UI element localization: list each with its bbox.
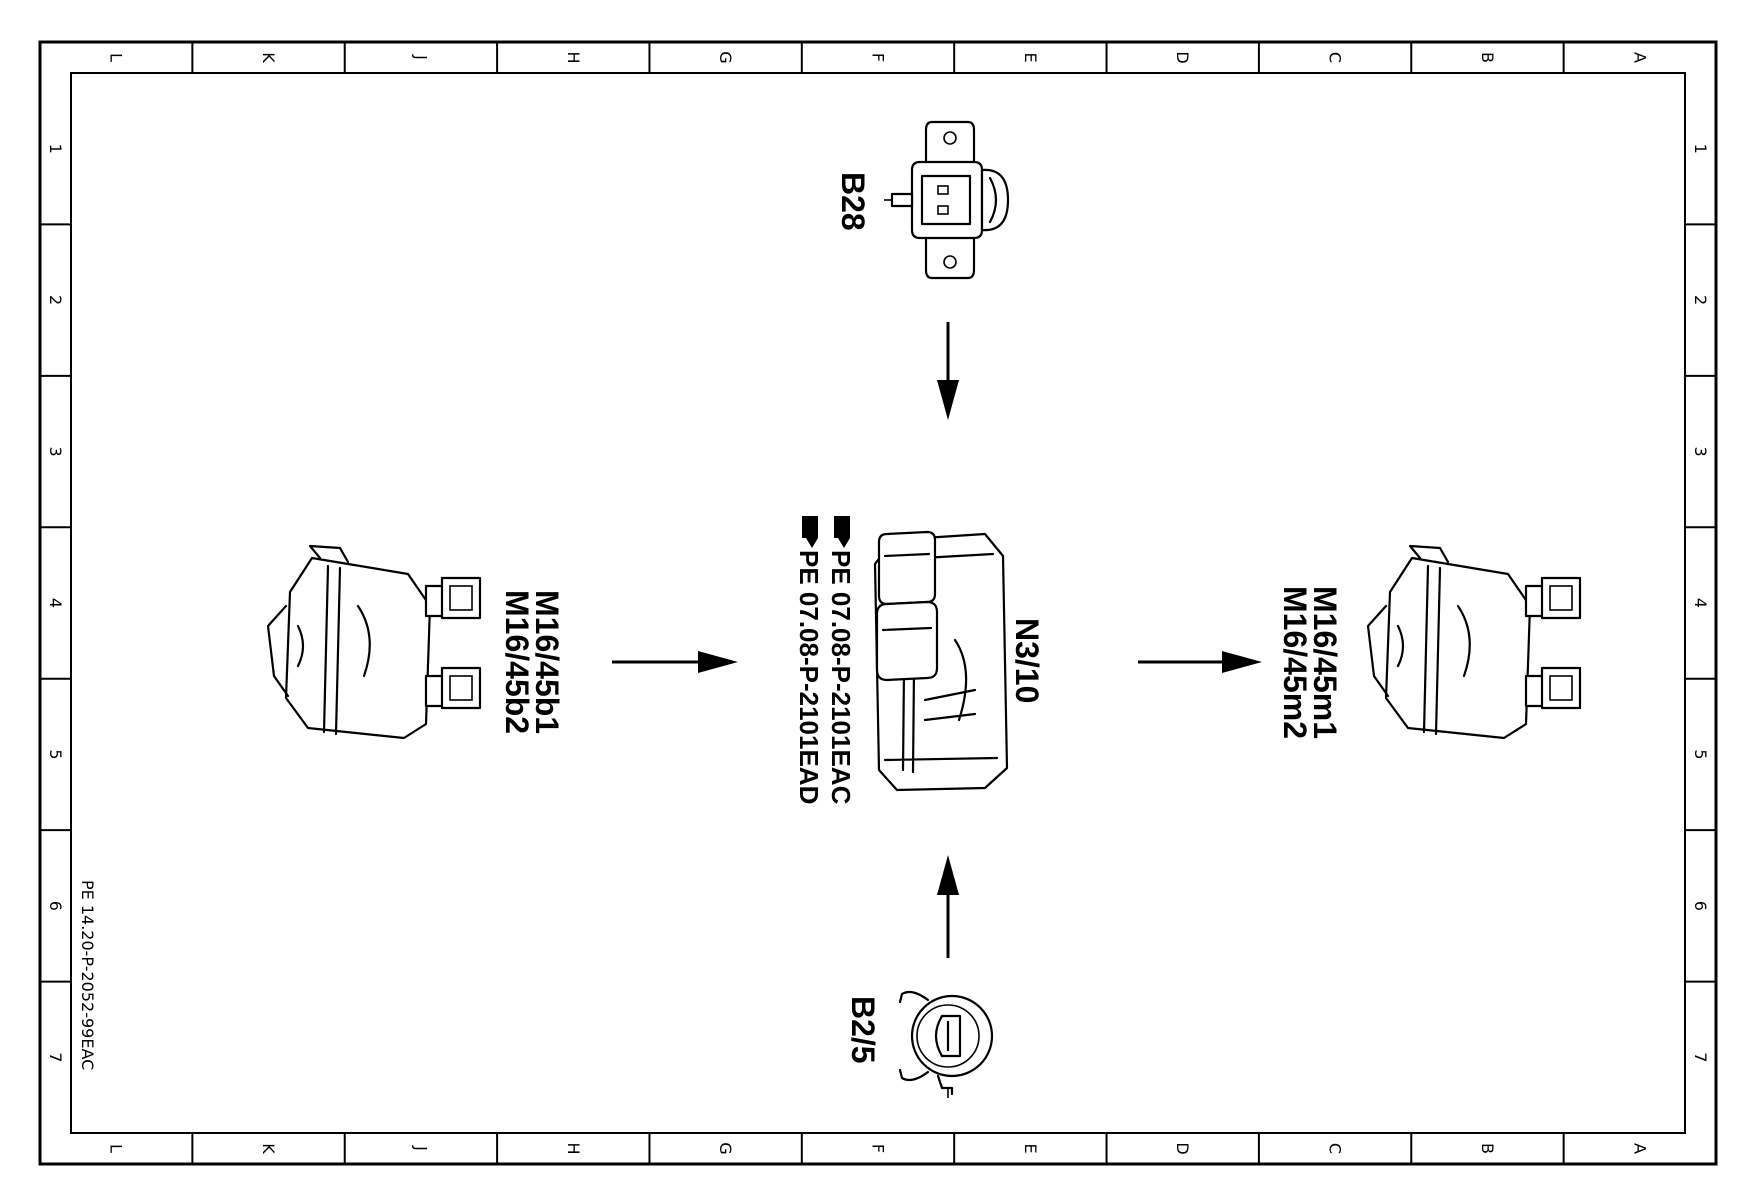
reference-text: PE 07.08-P-2101EAC [826, 550, 856, 805]
row-zone-label: 1 [46, 144, 65, 154]
b25-label: B2/5 [845, 996, 881, 1064]
arrow-m16b-to-n310 [612, 651, 738, 673]
m16-45b2-label: M16/45b2 [499, 590, 535, 734]
m16-45m-actuator-icon [1366, 544, 1582, 740]
column-zone-label: F [869, 53, 888, 62]
m16-45m1-label: M16/45m1 [1307, 586, 1343, 739]
arrow-n310-to-m16m [1138, 651, 1262, 673]
column-zone-label: J [411, 54, 430, 60]
column-zone-label: H [564, 51, 583, 63]
n310-control-unit-icon [873, 530, 1009, 792]
signal-arrows [612, 322, 1262, 958]
reference-item: PE 07.08-P-2101EAC [826, 516, 856, 805]
row-zone-label: 2 [1691, 295, 1710, 305]
column-zone-label: L [107, 1144, 126, 1153]
m16-45m2-label: M16/45m2 [1277, 586, 1313, 739]
b25-sensor-icon [898, 990, 994, 1098]
column-zone-label: K [259, 1143, 278, 1154]
arrow-b28-to-n310 [937, 322, 959, 420]
column-zone-label: B [1478, 52, 1497, 63]
column-zone-label: J [411, 1145, 430, 1151]
row-zone-label: 7 [46, 1052, 65, 1062]
hand-pointer-icon [802, 516, 818, 548]
column-zone-label: K [259, 52, 278, 63]
reference-notes: PE 07.08-P-2101EAC PE 07.08-P-2101EAD [794, 516, 856, 805]
reference-item: PE 07.08-P-2101EAD [794, 516, 824, 804]
row-zone-label: 6 [1691, 901, 1710, 911]
column-zone-label: B [1478, 1143, 1497, 1154]
column-zone-label: C [1326, 1143, 1345, 1154]
b28-label: B28 [835, 172, 871, 231]
m16-45b-actuator-icon [266, 544, 482, 740]
row-zone-label: 3 [1691, 446, 1710, 456]
column-zone-label: A [1630, 52, 1649, 63]
arrow-b25-to-n310 [937, 855, 959, 958]
row-zone-label: 4 [1691, 598, 1710, 608]
row-zone-label: 5 [1691, 749, 1710, 759]
drawing-number: PE 14.20-P-2052-99EAC [78, 880, 97, 1070]
row-zone-label: 3 [46, 446, 65, 456]
row-zone-label: 2 [46, 295, 65, 305]
column-zone-label: E [1021, 1143, 1040, 1153]
row-zone-label: 4 [46, 598, 65, 608]
n310-label: N3/10 [1009, 618, 1045, 703]
column-zone-label: G [716, 1142, 735, 1154]
column-zone-label: L [107, 53, 126, 62]
reference-text: PE 07.08-P-2101EAD [794, 550, 824, 804]
column-zone-label: F [869, 1144, 888, 1153]
column-zone-label: C [1326, 52, 1345, 63]
m16-45b1-label: M16/45b1 [529, 590, 565, 734]
row-zone-label: 6 [46, 901, 65, 911]
hand-pointer-icon [834, 516, 850, 548]
column-zone-label: H [564, 1142, 583, 1154]
column-zone-label: D [1173, 51, 1192, 63]
column-zone-label: D [1173, 1142, 1192, 1154]
column-zone-label: G [716, 51, 735, 63]
b28-sensor-icon [884, 120, 1010, 280]
row-zone-label: 1 [1691, 144, 1710, 154]
row-zone-label: 7 [1691, 1052, 1710, 1062]
column-zone-label: E [1021, 52, 1040, 62]
drawing-frame: L L K K J J H H G G F F E E D D C C B B A A 1 1 2 2 3 3 4 4 5 5 6 6 7 7 [38, 40, 1718, 1166]
row-zone-label: 5 [46, 749, 65, 759]
column-zone-label: A [1630, 1143, 1649, 1154]
